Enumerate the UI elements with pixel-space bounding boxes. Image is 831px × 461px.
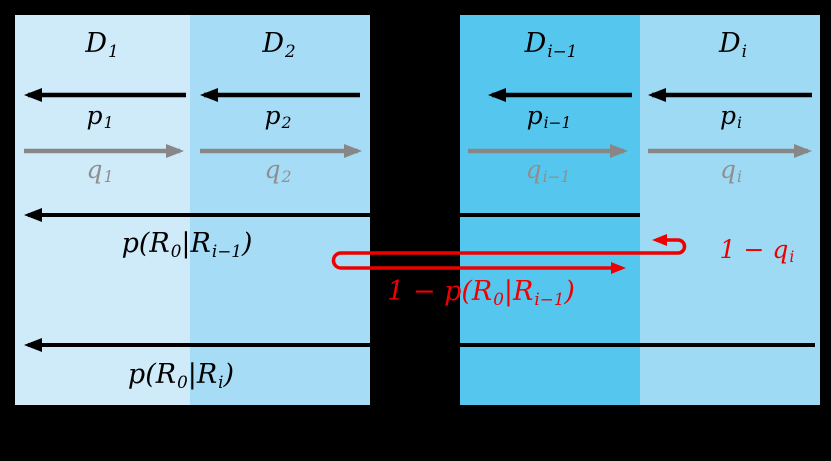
region-d1 <box>15 15 190 405</box>
region-di-minus-1 <box>460 15 640 405</box>
label-p-i-minus-1: pi−1 <box>526 101 572 133</box>
label-d1: D1 <box>85 28 119 61</box>
label-d2: D2 <box>262 28 296 61</box>
label-p-r0-given-ri-minus-1: p(R0|Ri−1) <box>121 228 253 261</box>
label-p-r0-given-ri: p(R0|Ri) <box>127 359 235 392</box>
label-d-i: Di <box>718 28 748 61</box>
region-d2 <box>190 15 370 405</box>
label-q1: q1 <box>86 155 114 187</box>
region-di <box>640 15 820 405</box>
label-q2: q2 <box>264 155 292 187</box>
label-one-minus-qi: 1 − qi <box>719 235 795 267</box>
label-d-i-minus-1: Di−1 <box>524 28 578 61</box>
label-p2: p2 <box>264 101 292 133</box>
label-one-minus-p-r0-given-ri-minus-1: 1 − p(R0|Ri−1) <box>387 276 575 309</box>
label-q-i: qi <box>720 155 742 187</box>
label-q-i-minus-1: qi−1 <box>525 155 571 187</box>
label-p-i: pi <box>720 101 742 133</box>
label-p1: p1 <box>86 101 114 133</box>
